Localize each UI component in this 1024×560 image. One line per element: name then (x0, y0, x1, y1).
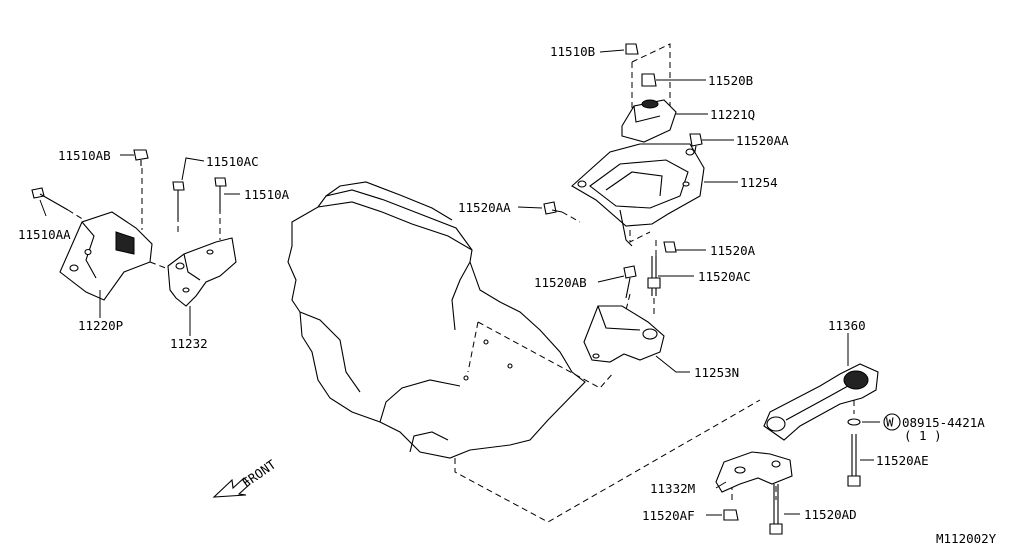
bolt-11520AE (847, 434, 861, 487)
part-label-11520AD: 11520AD (804, 507, 857, 522)
washer-w-symbol: W (883, 413, 901, 431)
part-label-11520AB: 11520AB (534, 275, 587, 290)
part-label-11232: 11232 (170, 336, 208, 351)
part-number-labels: 11510B 11520B 11221Q 11520AA 11254 11520… (18, 44, 985, 523)
part-label-11520AC: 11520AC (698, 269, 751, 284)
bolt-11510AC (172, 181, 185, 220)
leader-lines (39, 49, 880, 516)
bolt-11510A-left (214, 177, 227, 212)
part-label-11520AE: 11520AE (876, 453, 929, 468)
front-label: FRONT (239, 456, 279, 490)
part-label-11520A-right: 11520A (710, 243, 756, 258)
bracket-11253N (583, 305, 665, 363)
bolt-11520AF (723, 509, 739, 521)
part-label-08915-4421A: 08915-4421A (902, 415, 985, 430)
part-label-11510A: 11510A (244, 187, 290, 202)
part-label-11510AC: 11510AC (206, 154, 259, 169)
part-label-11520AF: 11520AF (642, 508, 695, 523)
insulator-11221Q (621, 99, 677, 143)
bracket-11232 (167, 237, 237, 307)
part-label-11520B: 11520B (708, 73, 753, 88)
part-label-11221Q: 11221Q (710, 107, 755, 122)
part-label-11254: 11254 (740, 175, 778, 190)
bolt-11520AD (769, 484, 783, 535)
part-label-11520AA-top: 11520AA (736, 133, 789, 148)
bolt-11510AB (133, 149, 149, 166)
part-label-11220P: 11220P (78, 318, 123, 333)
bolt-11520AB (623, 265, 637, 299)
part-label-11520AA-mid: 11520AA (458, 200, 511, 215)
part-label-11510AA: 11510AA (18, 227, 71, 242)
part-label-11253N: 11253N (694, 365, 739, 380)
bolt-11510B (625, 43, 639, 55)
bolt-11520AA-mid (543, 201, 563, 215)
part-label-11332M: 11332M (650, 481, 695, 496)
part-label-11360: 11360 (828, 318, 866, 333)
bolt-11510AA-left (31, 187, 85, 221)
bracket-11332M (715, 451, 793, 493)
torque-rod-11360 (763, 363, 879, 441)
washer-08915 (847, 418, 861, 426)
front-arrow (212, 477, 251, 498)
part-label-08915-qty: ( 1 ) (904, 428, 942, 443)
bracket-11254 (571, 143, 705, 247)
engine-block (287, 181, 586, 459)
bolt-11520A-right (663, 241, 677, 253)
washer-w-label: W (886, 415, 894, 430)
figure-code: M112002Y (936, 531, 997, 546)
nut-11520B (641, 73, 657, 87)
stud-11520AC (647, 256, 661, 296)
part-label-11510AB: 11510AB (58, 148, 111, 163)
engine-mount-insulator-11220P (59, 211, 153, 301)
part-label-11510B: 11510B (550, 44, 595, 59)
